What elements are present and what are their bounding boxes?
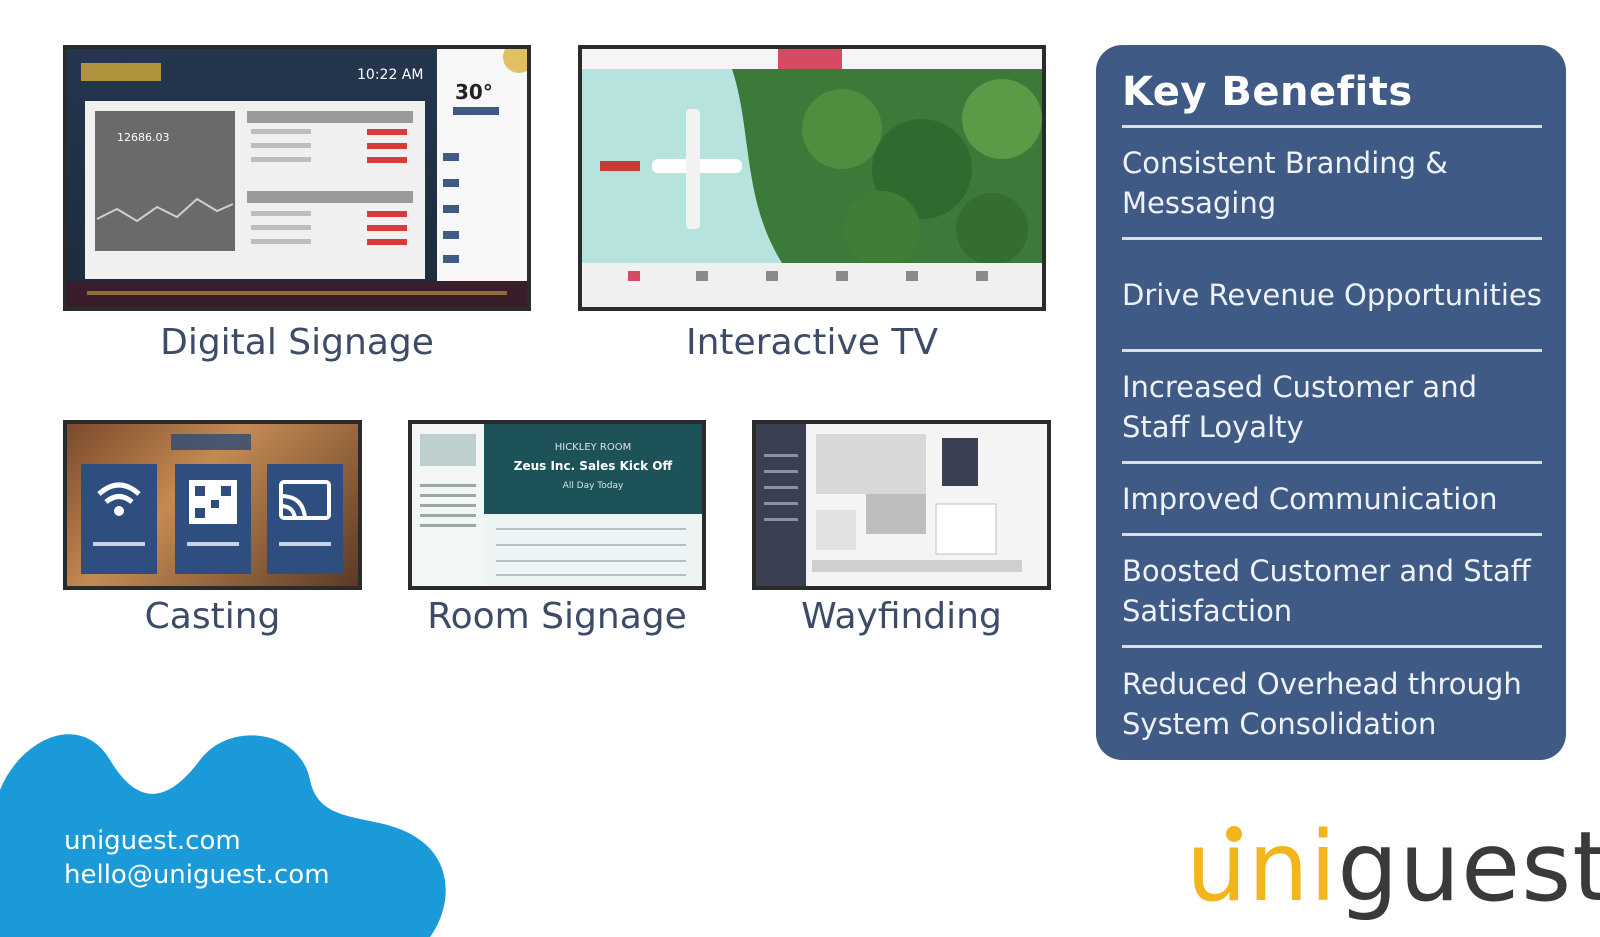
logo-accent-dot	[1226, 826, 1242, 842]
signage-time: 10:22 AM	[357, 67, 423, 83]
interactive-tv-caption: Interactive TV	[686, 322, 938, 363]
digital-signage-thumbnail: 10:22 AM 12686.03 30°	[63, 45, 531, 311]
benefit-item: Boosted Customer and Staff Satisfaction	[1122, 536, 1542, 648]
room-event: Zeus Inc. Sales Kick Off	[514, 459, 673, 473]
benefit-item: Increased Customer and Staff Loyalty	[1122, 352, 1542, 464]
logo-uni-text: uni	[1186, 811, 1338, 923]
room-when: All Day Today	[563, 481, 624, 491]
room-signage-caption: Room Signage	[427, 596, 687, 637]
benefit-item: Consistent Branding & Messaging	[1122, 128, 1542, 240]
key-benefits-panel: Key Benefits Consistent Branding & Messa…	[1096, 45, 1566, 760]
decorative-wave-shape	[0, 734, 446, 937]
benefit-item: Reduced Overhead through System Consolid…	[1122, 667, 1522, 741]
key-benefits-title: Key Benefits	[1122, 59, 1542, 128]
contact-website-link[interactable]: uniguest.com	[64, 826, 241, 856]
wayfinding-screen	[756, 424, 1047, 586]
benefit-item: Drive Revenue Opportunities	[1122, 240, 1542, 352]
benefit-item: Improved Communication	[1122, 464, 1542, 536]
uniguest-logo: uniguest	[1186, 812, 1600, 922]
room-signage-screen: HICKLEY ROOM Zeus Inc. Sales Kick Off Al…	[412, 424, 702, 586]
contact-email-link[interactable]: hello@uniguest.com	[64, 860, 330, 890]
interactive-tv-screen	[582, 49, 1042, 307]
wayfinding-caption: Wayfinding	[801, 596, 1002, 637]
wayfinding-thumbnail	[752, 420, 1051, 590]
cast-icon	[279, 480, 331, 520]
digital-signage-screen: 10:22 AM 12686.03 30°	[67, 49, 527, 307]
room-signage-thumbnail: HICKLEY ROOM Zeus Inc. Sales Kick Off Al…	[408, 420, 706, 590]
room-name: HICKLEY ROOM	[555, 442, 632, 453]
casting-screen	[81, 434, 343, 574]
logo-guest-text: guest	[1337, 811, 1600, 923]
interactive-tv-thumbnail	[578, 45, 1046, 311]
signage-chart-value: 12686.03	[117, 131, 170, 144]
casting-caption: Casting	[144, 596, 281, 637]
qr-code-icon	[189, 480, 237, 524]
wifi-icon	[97, 482, 141, 504]
signage-temperature: 30°	[455, 80, 493, 104]
casting-thumbnail	[63, 420, 362, 590]
digital-signage-caption: Digital Signage	[160, 322, 434, 363]
